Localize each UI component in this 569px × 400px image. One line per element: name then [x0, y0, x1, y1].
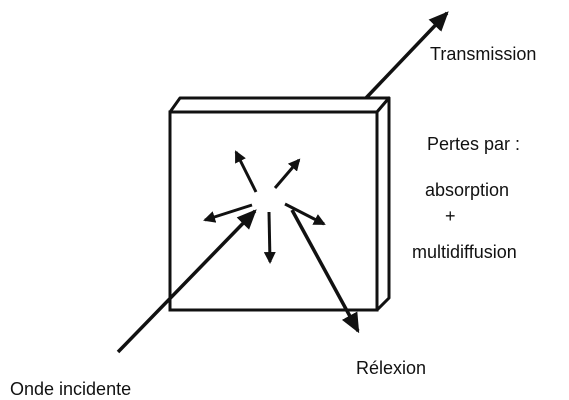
- absorption-label: absorption: [425, 180, 509, 200]
- scatter-arrow-up-right: [273, 158, 301, 189]
- transmission-label: Transmission: [430, 44, 536, 64]
- slab-side-face: [375, 96, 391, 312]
- scatter-arrow-left: [203, 203, 253, 223]
- slab-front-face: [168, 110, 379, 312]
- reflection-label: Rélexion: [356, 358, 426, 378]
- slab-top-face: [168, 96, 391, 114]
- incident-wave-label: Onde incidente: [10, 379, 131, 399]
- scattering-arrows: [203, 150, 326, 264]
- scatter-arrow-up-left: [234, 150, 258, 193]
- scatter-arrow-down: [263, 211, 276, 264]
- reflection-arrow: [290, 209, 360, 334]
- transmission-arrow: [364, 11, 449, 100]
- multidiffusion-label: multidiffusion: [412, 242, 517, 262]
- losses-heading: Pertes par :: [427, 134, 520, 154]
- plus-sign: +: [445, 206, 456, 226]
- material-slab: [168, 96, 391, 312]
- scatter-arrow-right: [284, 202, 326, 226]
- incident-wave-arrow: [116, 209, 257, 354]
